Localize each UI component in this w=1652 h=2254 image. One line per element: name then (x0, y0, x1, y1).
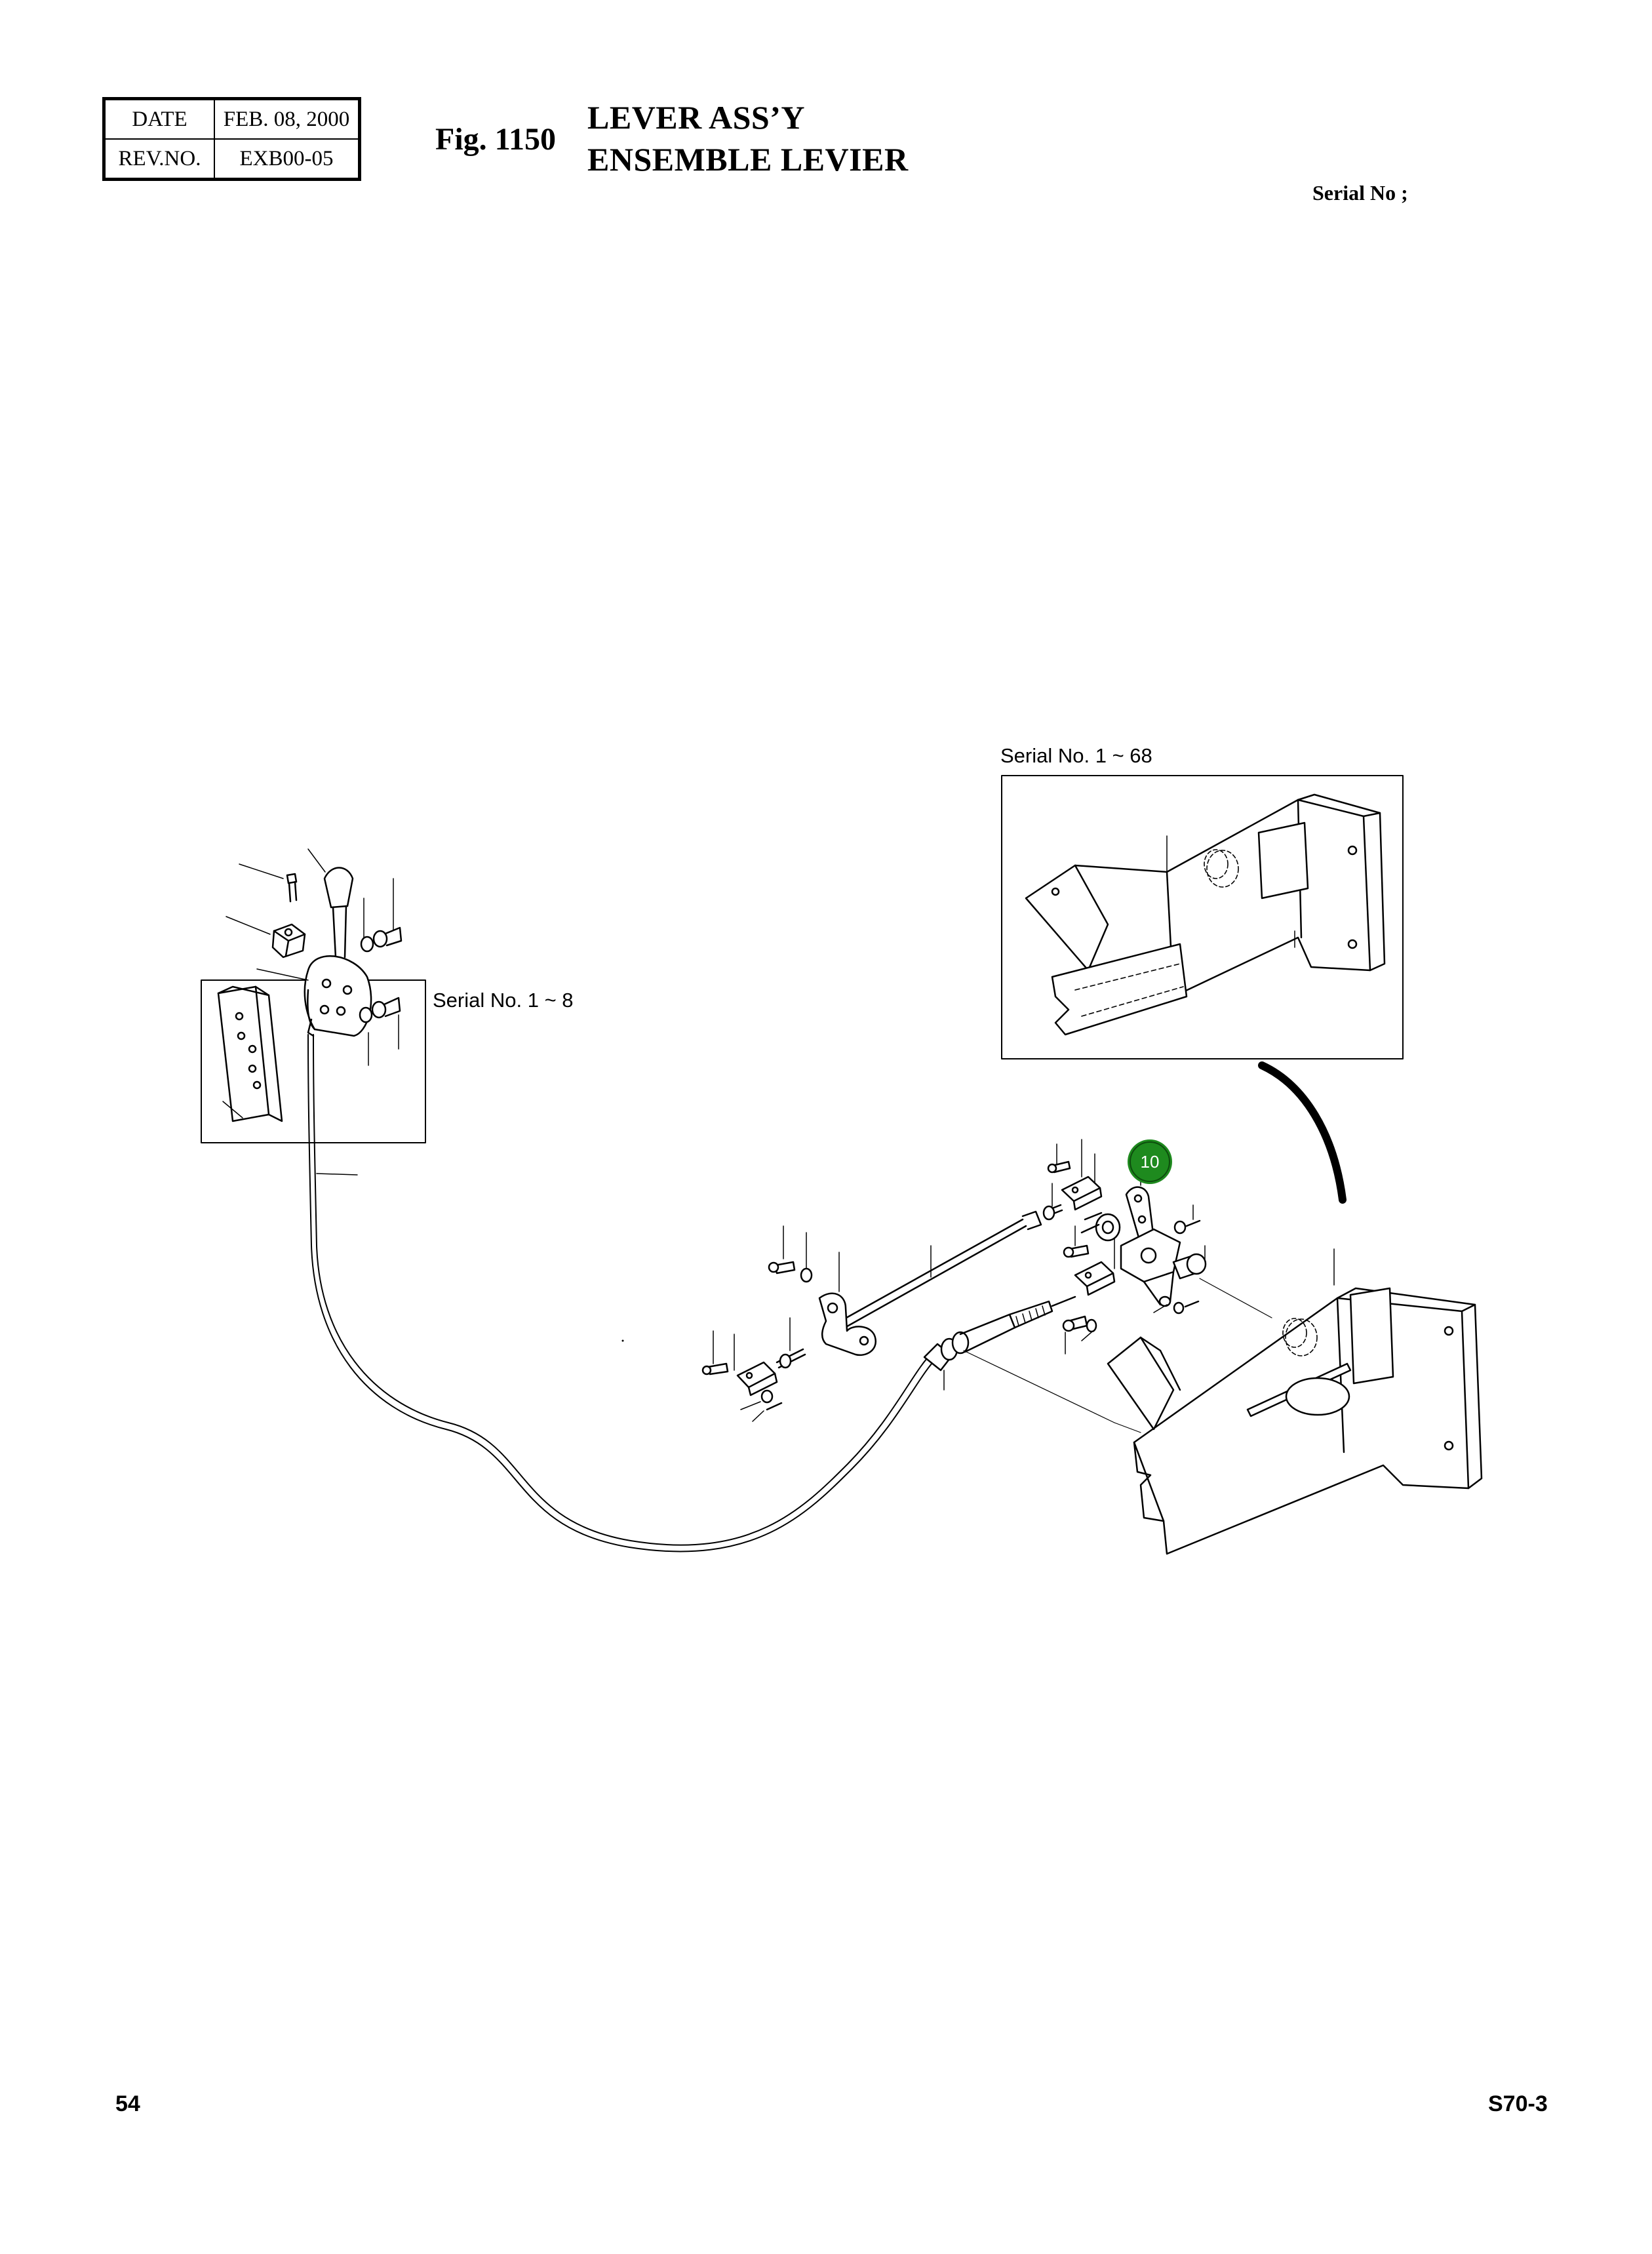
rev-no-value: EXB00-05 (214, 138, 361, 180)
rev-no-label: REV.NO. (103, 138, 215, 180)
control-rod-assembly (621, 1210, 1042, 1422)
revision-number-row: REV.NO. EXB00-05 (103, 138, 361, 180)
control-cable (307, 1034, 1076, 1552)
callout-10[interactable]: 10 (1128, 1139, 1172, 1184)
bell-crank-assembly (963, 1139, 1272, 1433)
callout-10-number: 10 (1141, 1152, 1160, 1172)
figure-title-english: LEVER ASS’Y (587, 99, 805, 136)
date-label: DATE (103, 98, 215, 140)
figure-number: Fig. 1150 (435, 122, 557, 157)
document-code: S70-3 (1488, 2091, 1548, 2116)
lever-mount-plate (217, 985, 283, 1122)
inset-serial-1-8: Serial No. 1 ~ 8 (201, 979, 574, 1143)
serial-number-header: Serial No ; (1312, 181, 1408, 205)
inset-frame-top-right (1001, 775, 1404, 1059)
inset-serial-1-68: Serial No. 1 ~ 68 (1000, 744, 1404, 1059)
bracket-detail-top-right (1025, 793, 1386, 1036)
control-lever-assembly (226, 848, 403, 1066)
main-mounting-bracket (1107, 1248, 1483, 1555)
revision-date-row: DATE FEB. 08, 2000 (103, 98, 361, 140)
inset-serial-1-8-label: Serial No. 1 ~ 8 (433, 989, 574, 1012)
inset-serial-1-68-label: Serial No. 1 ~ 68 (1000, 744, 1152, 767)
revision-table: DATE FEB. 08, 2000 REV.NO. EXB00-05 (102, 97, 361, 181)
detail-arrow (1258, 1061, 1347, 1204)
date-value: FEB. 08, 2000 (214, 98, 361, 140)
figure-title-french: ENSEMBLE LEVIER (587, 141, 909, 178)
page-number: 54 (115, 2091, 140, 2116)
callout-10-badge[interactable] (1128, 1139, 1172, 1184)
